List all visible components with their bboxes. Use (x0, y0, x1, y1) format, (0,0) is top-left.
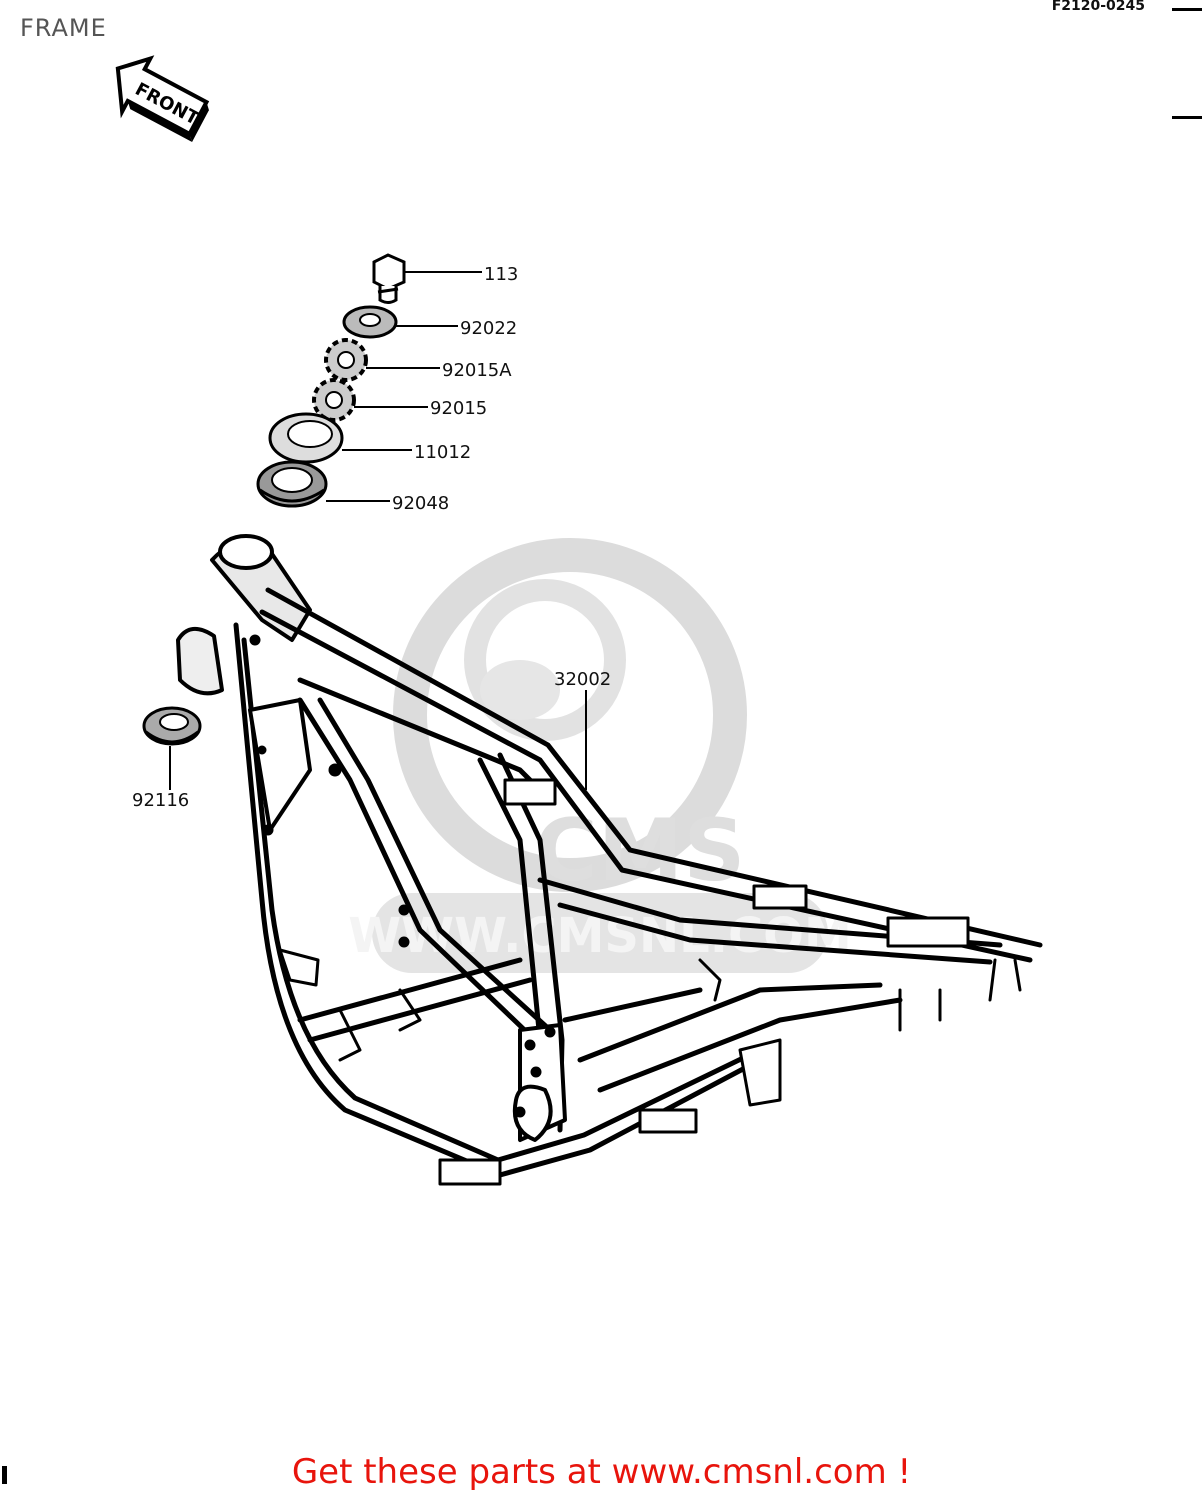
part-number-32002: 32002 (554, 669, 611, 690)
watermark-logo: WWW.CMSNL.COM CMS (348, 538, 852, 973)
part-number-92116: 92116 (132, 790, 189, 811)
watermark-banner (372, 893, 828, 973)
registration-mark-middle (1172, 116, 1202, 119)
part-number-92015: 92015 (430, 398, 487, 419)
part-number-92022: 92022 (460, 318, 517, 339)
part-number-92015A: 92015A (442, 360, 512, 381)
part-number-113: 113 (484, 264, 518, 285)
registration-mark-bottom (2, 1466, 7, 1484)
registration-mark-top (1172, 8, 1202, 11)
head-bolt-113[interactable] (372, 253, 406, 304)
callouts (169, 271, 587, 790)
bearing-race-11012[interactable] (268, 412, 344, 464)
seal-92048[interactable] (256, 460, 328, 508)
front-arrow-icon: FRONT (115, 55, 210, 142)
part-number-92048: 92048 (392, 493, 449, 514)
get-parts-link[interactable]: Get these parts at www.cmsnl.com ! (291, 1452, 912, 1492)
lock-washer-92015A[interactable] (324, 338, 368, 382)
lock-washer-92015[interactable] (312, 378, 356, 422)
frame-32002[interactable] (176, 534, 1043, 1186)
part-number-11012: 11012 (414, 442, 471, 463)
washer-92022[interactable] (342, 305, 398, 339)
diagram-code: F2120-0245 (1051, 0, 1145, 14)
seal-92116[interactable] (142, 706, 202, 746)
page-title: FRAME (20, 14, 107, 42)
